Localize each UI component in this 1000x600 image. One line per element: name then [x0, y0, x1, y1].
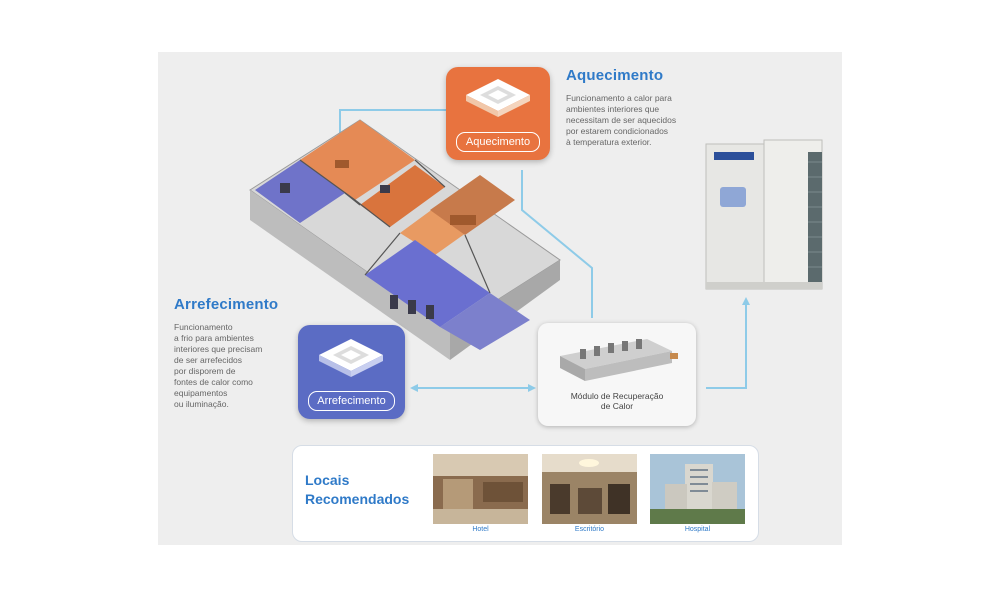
heating-card-label: Aquecimento [456, 132, 540, 152]
cassette-unit-icon [466, 79, 530, 117]
arrow-to-outdoor [742, 297, 750, 305]
heating-description: Funcionamento a calor para ambientes int… [566, 93, 677, 147]
cooling-title: Arrefecimento [174, 296, 279, 313]
heat-recovery-module: Módulo de Recuperação de Calor [538, 323, 696, 426]
hotel-caption: Hotel [472, 526, 489, 533]
hospital-caption: Hospital [684, 526, 711, 533]
outdoor-unit-image [705, 139, 823, 290]
locais-title: Locais Recomendados [305, 472, 410, 507]
locais-recomendados: Locais Recomendados Hotel Escritório [292, 445, 759, 542]
hotel-photo [433, 454, 528, 524]
building-illustration [249, 119, 561, 360]
office-caption: Escritório [574, 526, 605, 533]
office-photo [542, 454, 637, 524]
cooling-card: Arrefecimento [298, 325, 405, 419]
arrow-to-module [528, 384, 536, 392]
heat-recovery-module-label: Módulo de Recuperação de Calor [570, 391, 664, 411]
cooling-description: Funcionamento a frio para ambientes inte… [174, 322, 263, 409]
heating-title: Aquecimento [566, 67, 664, 84]
heating-card: Aquecimento [446, 67, 550, 160]
hospital-photo [650, 454, 745, 524]
cooling-card-label: Arrefecimento [308, 391, 395, 411]
connector-heating-module [521, 170, 593, 318]
cassette-unit-icon [319, 339, 383, 377]
connector-module-outdoor [706, 305, 747, 389]
arrow-to-cooling [410, 384, 418, 392]
heat-recovery-unit-icon [560, 339, 678, 381]
